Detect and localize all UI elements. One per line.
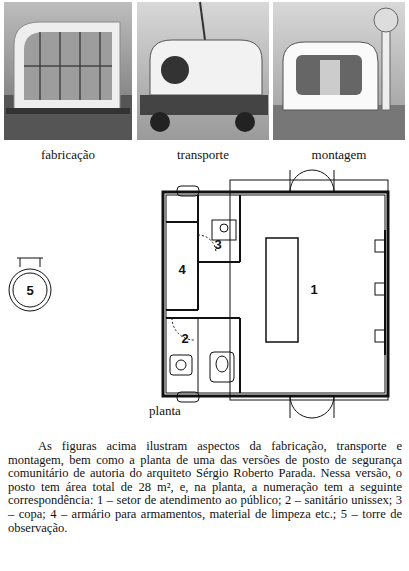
label-text: transporte xyxy=(177,147,229,162)
photo-assembly xyxy=(273,2,405,140)
callout-number: 4 xyxy=(178,262,185,277)
label-text: montagem xyxy=(312,147,367,162)
tower-symbol xyxy=(17,258,43,267)
photo-transport xyxy=(137,2,269,140)
node-text: 5 xyxy=(7,267,53,313)
label-text: planta xyxy=(149,403,181,418)
caption-text: As figuras acima ilustram aspectos da fa… xyxy=(8,440,402,535)
tower-circle: 5 xyxy=(7,267,53,313)
photo-fabrication xyxy=(4,2,132,140)
callout-number: 1 xyxy=(310,282,317,297)
label-text: fabricação xyxy=(41,147,95,162)
callout-number: 2 xyxy=(181,331,188,346)
floor-plan xyxy=(163,170,388,418)
callout-number: 3 xyxy=(214,237,221,252)
